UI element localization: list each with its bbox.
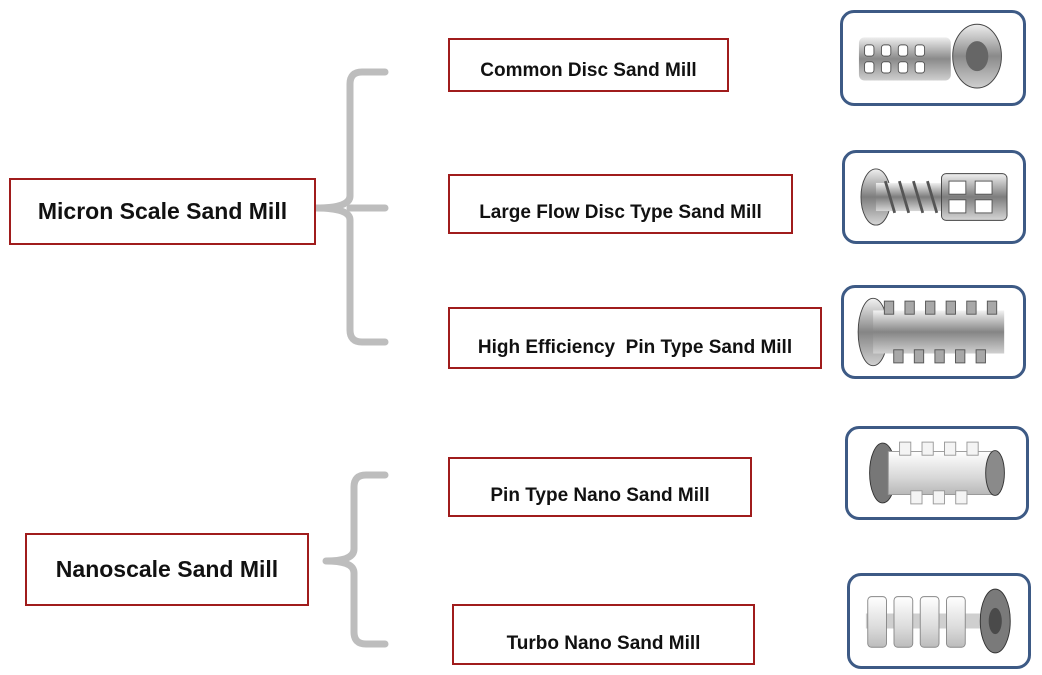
large-flow-disc-rotor-icon bbox=[842, 150, 1026, 244]
item-high-efficiency-pin-sand-mill: High Efficiency Pin Type Sand Mill bbox=[448, 307, 822, 369]
item-label: Common Disc Sand Mill bbox=[480, 60, 697, 81]
item-label: Large Flow Disc Type Sand Mill bbox=[479, 202, 762, 223]
item-label: Turbo Nano Sand Mill bbox=[506, 633, 701, 654]
nano-pin-rotor-icon bbox=[845, 426, 1029, 520]
nano-bracket bbox=[322, 471, 389, 648]
item-label: Pin Type Nano Sand Mill bbox=[490, 485, 710, 506]
item-common-disc-sand-mill: Common Disc Sand Mill bbox=[448, 38, 729, 92]
common-disc-rotor-icon bbox=[840, 10, 1026, 106]
category-label: Micron Scale Sand Mill bbox=[37, 198, 288, 224]
category-label: Nanoscale Sand Mill bbox=[55, 556, 279, 582]
category-micron-scale: Micron Scale Sand Mill bbox=[9, 178, 316, 245]
item-pin-type-nano-sand-mill: Pin Type Nano Sand Mill bbox=[448, 457, 752, 517]
item-turbo-nano-sand-mill: Turbo Nano Sand Mill bbox=[452, 604, 755, 665]
micron-bracket bbox=[312, 68, 389, 346]
turbo-rotor-icon bbox=[847, 573, 1031, 669]
item-large-flow-disc-sand-mill: Large Flow Disc Type Sand Mill bbox=[448, 174, 793, 234]
item-label: High Efficiency Pin Type Sand Mill bbox=[477, 337, 793, 358]
pin-rotor-icon bbox=[841, 285, 1026, 379]
category-nanoscale: Nanoscale Sand Mill bbox=[25, 533, 309, 606]
